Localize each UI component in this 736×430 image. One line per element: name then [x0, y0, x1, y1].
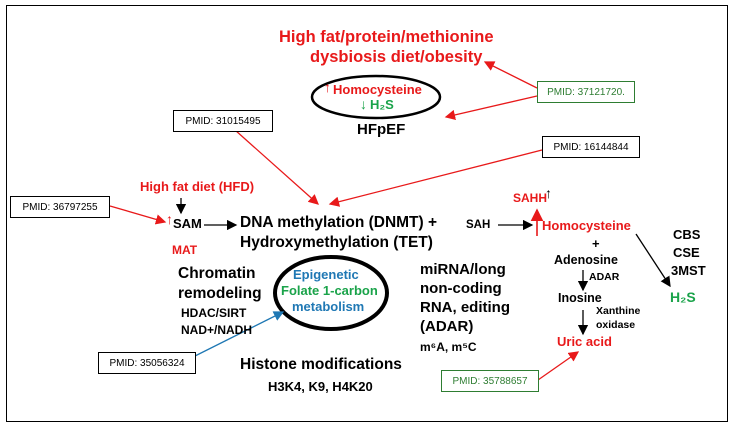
- arrow-pmid1-to-ellipse: [444, 95, 538, 121]
- arrow-homocysteine-to-h2s: [635, 233, 671, 288]
- enzyme-3mst: 3MST: [671, 263, 706, 278]
- hydroxymethylation-label: Hydroxymethylation (TET): [240, 234, 433, 251]
- pmid-box: PMID: 36797255: [10, 196, 110, 218]
- mirna-line4: (ADAR): [420, 318, 474, 335]
- histone-marks: H3K4, K9, H4K20: [268, 379, 373, 394]
- h2s-right: H₂S: [670, 289, 696, 305]
- arrow-pmid3-to-dna: [328, 149, 543, 207]
- h2s-top: H₂S: [370, 97, 394, 112]
- mirna-line1: miRNA/long: [420, 261, 506, 278]
- pmid-box: PMID: 35788657: [441, 370, 539, 392]
- pmid-box: PMID: 16144844: [542, 136, 640, 158]
- center-ellipse: [273, 255, 389, 331]
- xanthine-label: Xanthine: [596, 305, 641, 317]
- sam-label: SAM: [173, 216, 202, 231]
- h2s-down-arrow: ↓: [360, 96, 367, 112]
- mat-label: MAT: [172, 243, 198, 257]
- homocysteine-right: Homocysteine: [542, 218, 631, 233]
- sah-label: SAH: [466, 219, 491, 231]
- mirna-line3: RNA, editing: [420, 299, 510, 316]
- adenosine-label: Adenosine: [554, 253, 618, 267]
- mirna-line2: non-coding: [420, 280, 502, 297]
- chromatin-hdac: HDAC/SIRT: [181, 306, 247, 320]
- adar-small-label: ADAR: [589, 271, 620, 283]
- oxidase-label: oxidase: [596, 319, 636, 331]
- homocysteine-top: Homocysteine: [333, 82, 422, 97]
- uric-acid-label: Uric acid: [557, 334, 612, 349]
- m6a-m5c-label: m⁶A, m⁵C: [420, 340, 477, 354]
- diet-title-line1: High fat/protein/methionine: [279, 28, 494, 46]
- chromatin-line1: Chromatin: [178, 265, 256, 282]
- chromatin-line2: remodeling: [178, 285, 262, 302]
- diagram-frame: [6, 5, 728, 422]
- pmid-label: PMID: 35788657: [452, 375, 528, 387]
- arrow-pmid2-to-dna: [234, 129, 319, 205]
- enzyme-cse: CSE: [673, 245, 700, 260]
- pmid-box: PMID: 37121720.: [537, 81, 635, 103]
- pmid-label: PMID: 36797255: [22, 201, 98, 213]
- pmid-box: PMID: 35056324: [98, 352, 196, 374]
- diet-title-line2: dysbiosis diet/obesity: [310, 48, 483, 66]
- homocysteine-up-arrow: ↑: [324, 79, 331, 95]
- hfd-label: High fat diet (HFD): [140, 179, 255, 194]
- sam-up-arrow: ↑: [166, 211, 173, 227]
- dna-methylation-label: DNA methylation (DNMT) +: [240, 214, 438, 231]
- pmid-label: PMID: 35056324: [109, 357, 185, 369]
- inosine-label: Inosine: [558, 291, 602, 305]
- pmid-label: PMID: 16144844: [553, 141, 629, 153]
- arrow-pmid4-to-sam: [109, 205, 167, 225]
- pmid-label: PMID: 37121720.: [547, 86, 625, 98]
- plus-sign: +: [592, 236, 600, 251]
- pmid-box: PMID: 31015495: [173, 110, 273, 132]
- top-ellipse: [310, 74, 442, 120]
- arrow-pmid6-to-uric: [537, 351, 580, 381]
- arrow-pmid5-to-ellipse: [194, 311, 285, 357]
- epigenetic-label: Epigenetic: [293, 267, 359, 282]
- metabolism-label: metabolism: [292, 299, 365, 314]
- enzyme-cbs: CBS: [673, 227, 701, 242]
- histone-label: Histone modifications: [240, 356, 402, 373]
- pmid-label: PMID: 31015495: [185, 115, 261, 127]
- folate-label: Folate 1-carbon: [281, 283, 378, 298]
- chromatin-nad: NAD+/NADH: [181, 323, 253, 337]
- hfpef-label: HFpEF: [357, 121, 406, 138]
- arrow-pmid1-to-title: [483, 61, 538, 89]
- sahh-label: SAHH: [513, 191, 548, 205]
- sahh-up-arrow: ↑: [545, 185, 552, 201]
